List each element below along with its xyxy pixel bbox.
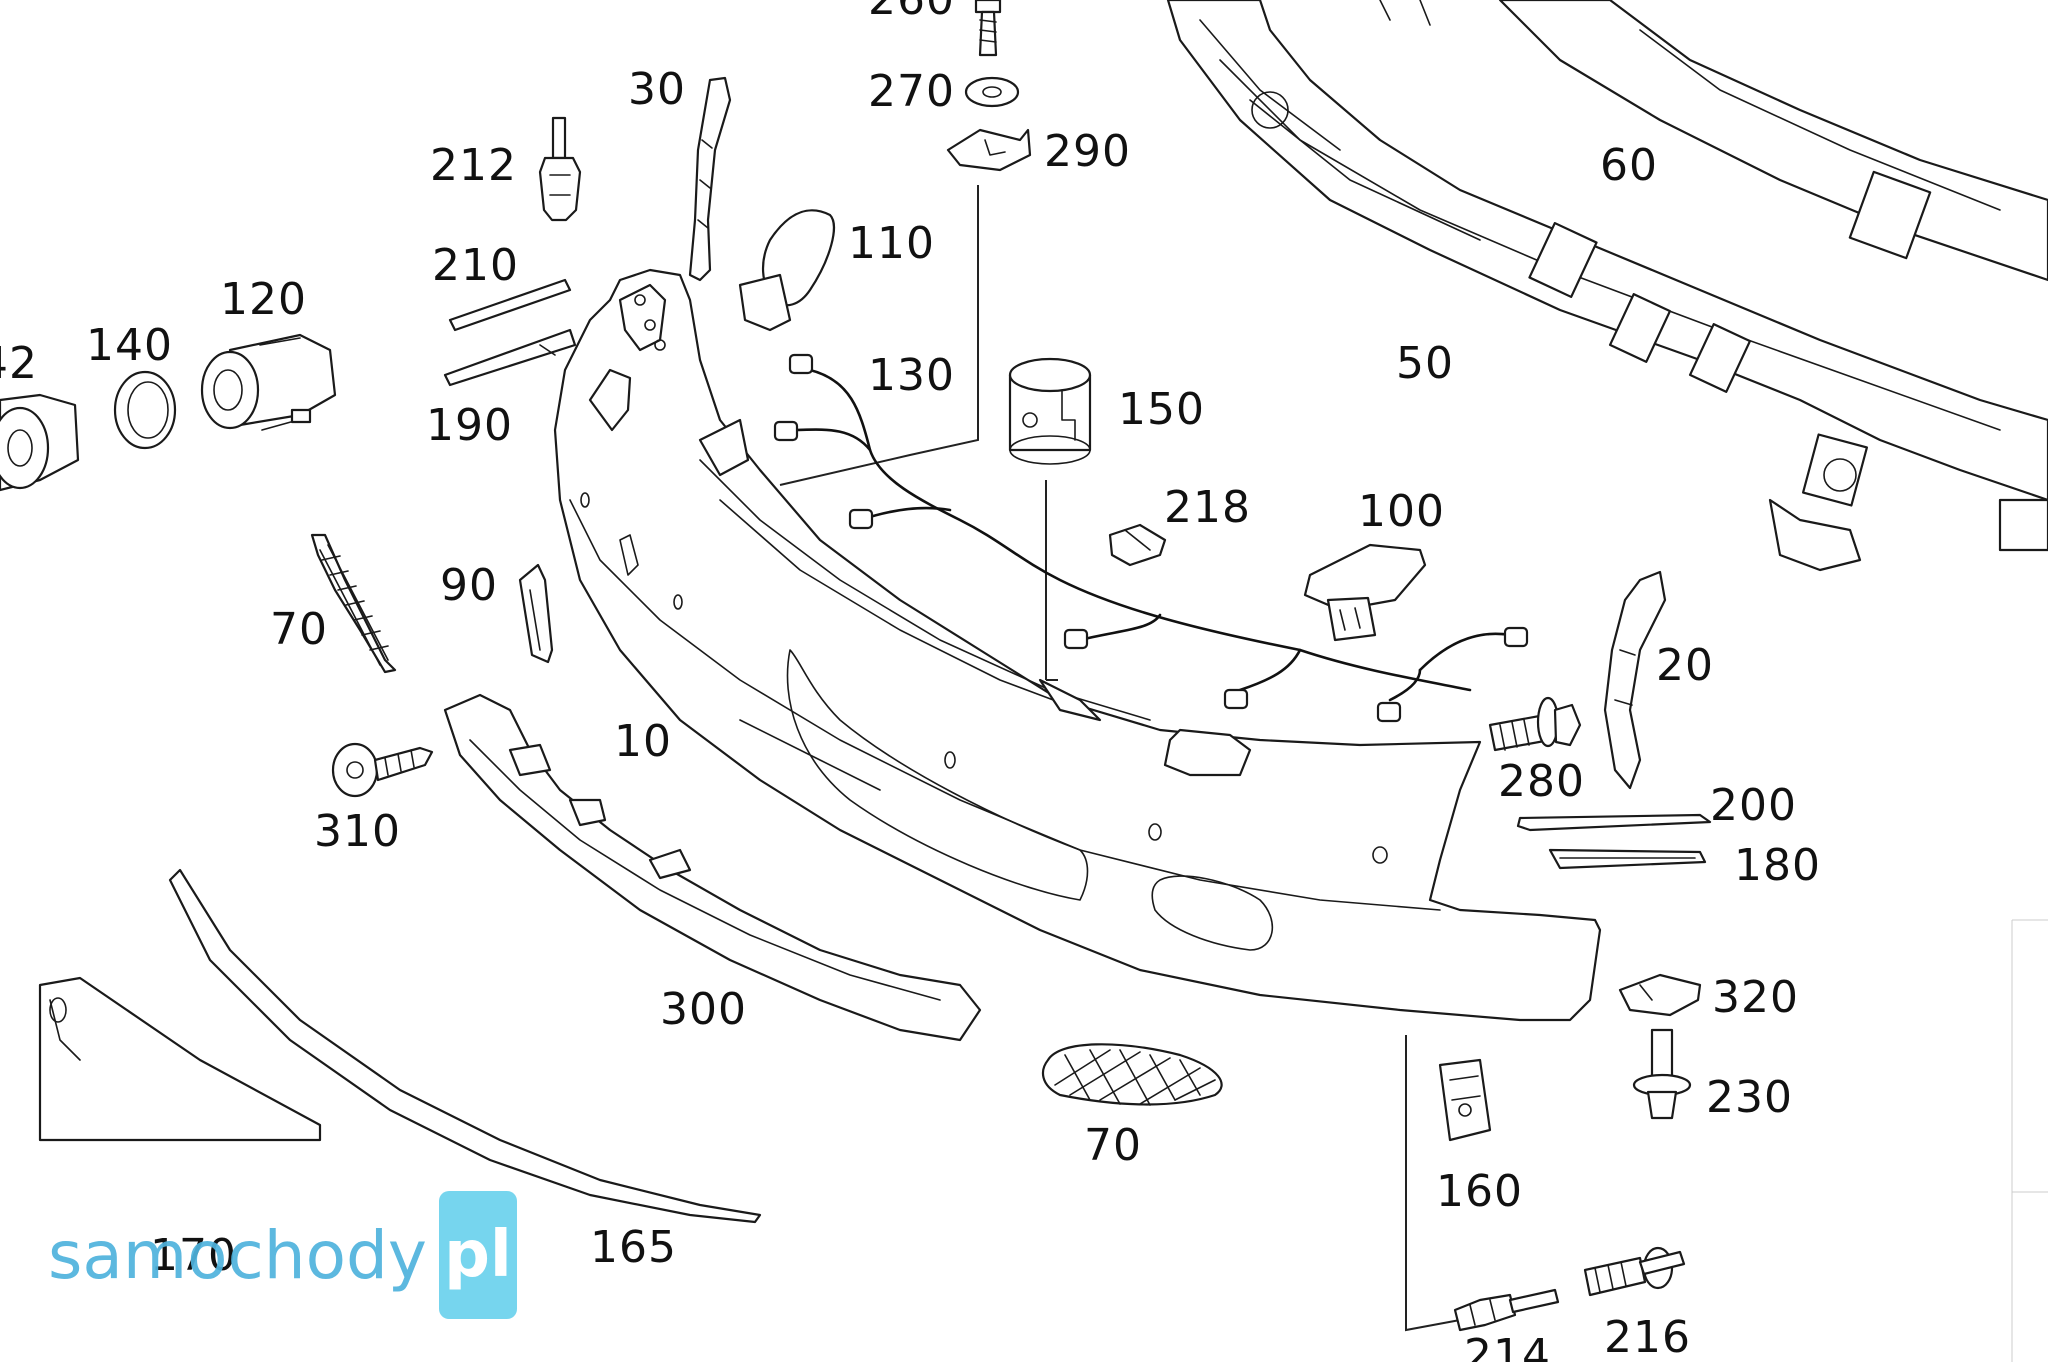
label-140: 140 bbox=[86, 320, 173, 371]
bracket-30-part bbox=[688, 76, 732, 282]
watermark-tld-text: pl bbox=[444, 1218, 512, 1292]
watermark-brand-text: samochody bbox=[48, 1216, 427, 1294]
label-10: 10 bbox=[614, 716, 672, 767]
label-216: 216 bbox=[1604, 1312, 1691, 1362]
sleeve-150-part bbox=[1008, 357, 1092, 465]
license-plate-base-part bbox=[38, 976, 322, 1142]
grille-70-left-part bbox=[310, 533, 397, 674]
ring-140-part bbox=[113, 370, 177, 450]
label-270: 270 bbox=[868, 66, 955, 117]
trim-180-part bbox=[1548, 848, 1707, 870]
rivet-230-part bbox=[1632, 1028, 1692, 1120]
wiring-harness-130-part bbox=[773, 353, 1529, 723]
trim-strip-part bbox=[168, 868, 762, 1224]
bumper-carrier-part bbox=[1166, 0, 2048, 572]
label-290: 290 bbox=[1044, 126, 1131, 177]
clip-214-part bbox=[1453, 1288, 1560, 1332]
rivet-212-part bbox=[538, 116, 582, 222]
trim-200-part bbox=[1516, 813, 1712, 832]
label-160: 160 bbox=[1436, 1166, 1523, 1217]
label-130: 130 bbox=[868, 350, 955, 401]
clip-290-part bbox=[946, 128, 1032, 172]
rivet-216-part bbox=[1583, 1246, 1686, 1297]
washer-270-part bbox=[964, 76, 1020, 108]
part-number-labels: 30 260 270 290 212 110 210 120 140 42 13… bbox=[0, 0, 1821, 1362]
lower-spoiler-part bbox=[443, 693, 982, 1042]
leader-lines bbox=[779, 185, 1461, 1332]
label-230: 230 bbox=[1706, 1072, 1793, 1123]
label-165: 165 bbox=[590, 1222, 677, 1273]
trim-210-part bbox=[448, 278, 572, 332]
bracket-160-part bbox=[1438, 1058, 1492, 1142]
samochody-watermark-logo: samochody pl bbox=[48, 1190, 517, 1320]
label-100: 100 bbox=[1358, 486, 1445, 537]
sensor-cap-110-part bbox=[738, 209, 835, 332]
label-214: 214 bbox=[1464, 1330, 1551, 1362]
page-frame bbox=[2011, 919, 2048, 1362]
label-70-bottom: 70 bbox=[1084, 1120, 1142, 1171]
bolt-280-part bbox=[1488, 696, 1582, 752]
clip-218-part bbox=[1108, 523, 1167, 567]
bracket-20-part bbox=[1603, 570, 1667, 790]
watermark-pl-badge: pl bbox=[438, 1191, 517, 1319]
screw-310-part bbox=[331, 742, 434, 798]
cap-100-part bbox=[1303, 543, 1427, 642]
label-20: 20 bbox=[1656, 640, 1714, 691]
holder-42-part bbox=[0, 393, 80, 492]
label-70-left: 70 bbox=[270, 604, 328, 655]
label-120: 120 bbox=[220, 274, 307, 325]
fastener-260-part bbox=[974, 0, 1002, 57]
label-42: 42 bbox=[0, 338, 38, 389]
label-180: 180 bbox=[1734, 840, 1821, 891]
label-218: 218 bbox=[1164, 482, 1251, 533]
label-300: 300 bbox=[660, 984, 747, 1035]
label-90: 90 bbox=[440, 560, 498, 611]
label-212: 212 bbox=[430, 140, 517, 191]
label-210: 210 bbox=[432, 240, 519, 291]
label-110: 110 bbox=[848, 218, 935, 269]
label-30: 30 bbox=[628, 64, 686, 115]
label-200: 200 bbox=[1710, 780, 1797, 831]
trim-190-part bbox=[443, 328, 577, 387]
grille-70-bottom-part bbox=[1041, 1043, 1223, 1106]
label-60: 60 bbox=[1600, 140, 1658, 191]
label-50: 50 bbox=[1396, 338, 1454, 389]
label-320: 320 bbox=[1712, 972, 1799, 1023]
label-150: 150 bbox=[1118, 384, 1205, 435]
label-280: 280 bbox=[1498, 756, 1585, 807]
bumper-cover-part bbox=[553, 268, 1602, 1022]
clip-320-part bbox=[1618, 973, 1702, 1017]
label-190: 190 bbox=[426, 400, 513, 451]
cover-90-part bbox=[518, 563, 554, 664]
label-310: 310 bbox=[314, 806, 401, 857]
sensor-120-part bbox=[200, 333, 337, 431]
label-260: 260 bbox=[868, 0, 955, 25]
label-170: 170 bbox=[150, 1230, 237, 1281]
